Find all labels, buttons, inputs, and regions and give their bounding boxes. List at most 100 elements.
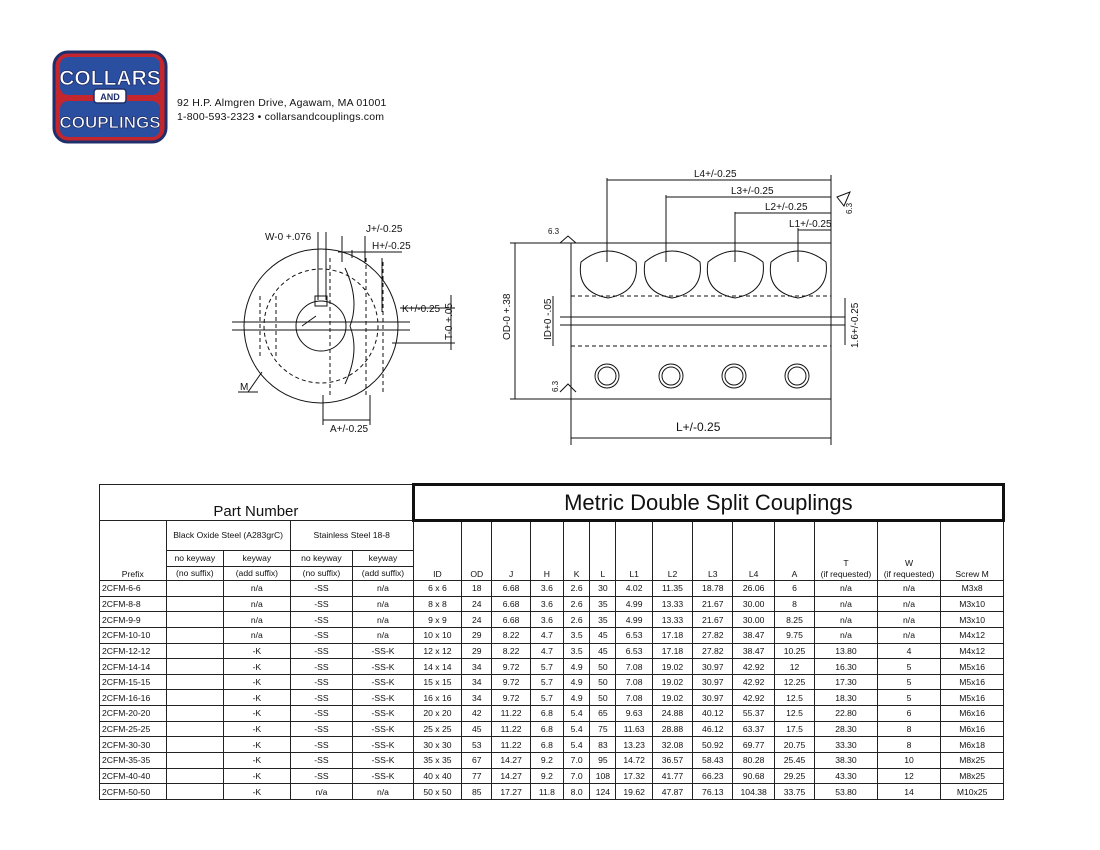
table-cell: 19.02 <box>651 673 694 691</box>
logo-line2: COUPLINGS <box>59 113 160 132</box>
table-cell: M4x12 <box>940 626 1004 644</box>
col-a: A <box>773 520 816 581</box>
table-cell: 45 <box>461 720 493 738</box>
table-cell: 11.22 <box>491 720 531 738</box>
col-k: K <box>563 520 591 581</box>
table-cell: 11.63 <box>615 720 653 738</box>
table-cell: 27.82 <box>692 642 734 660</box>
part-prefix-cell: 2CFM-9-9 <box>99 611 167 628</box>
col-t-label: T <box>843 558 849 568</box>
table-cell: 38.47 <box>732 642 775 660</box>
table-cell: 17.27 <box>491 783 531 800</box>
sub-black-no-suffix: (no suffix) <box>165 566 225 581</box>
part-prefix-cell: 2CFM-20-20 <box>99 705 167 722</box>
table-cell: 3.6 <box>529 595 565 613</box>
table-cell: 53.80 <box>814 783 878 800</box>
col-screw: Screw M <box>940 520 1004 581</box>
table-cell: 9.72 <box>491 673 531 691</box>
col-l1: L1 <box>615 520 653 581</box>
table-cell: 8 x 8 <box>412 595 463 613</box>
table-cell: -SS <box>289 595 354 613</box>
label-l2: L2+/-0.25 <box>765 202 808 213</box>
table-cell: 108 <box>589 767 617 785</box>
table-cell: 4 <box>876 642 942 660</box>
table-cell: 34 <box>461 689 493 707</box>
col-w-note: (if requested) <box>883 569 935 579</box>
table-cell: 17.18 <box>651 626 694 644</box>
table-cell: 19.02 <box>651 689 694 707</box>
table-cell: 4.9 <box>563 658 591 675</box>
table-cell: 5 <box>876 689 942 707</box>
table-cell: M8x25 <box>940 752 1004 769</box>
table-cell: 42.92 <box>732 689 775 707</box>
table-cell <box>165 595 225 613</box>
label-j: J+/-0.25 <box>366 224 403 235</box>
col-h: H <box>529 520 565 581</box>
table-cell: n/a <box>876 580 942 597</box>
table-cell: 24 <box>461 611 493 628</box>
label-w: W-0 +.076 <box>265 232 312 243</box>
table-cell: 9 x 9 <box>412 611 463 628</box>
table-cell: 12 x 12 <box>412 642 463 660</box>
table-cell: 5.4 <box>563 720 591 738</box>
table-cell: 4.7 <box>529 642 565 660</box>
spec-table: Part Number Metric Double Split Coupling… <box>99 483 1006 800</box>
label-finish-right: 6.3 <box>845 202 854 214</box>
table-cell: n/a <box>814 611 878 628</box>
col-w: W(if requested) <box>876 520 942 581</box>
table-cell: 10 <box>876 752 942 769</box>
part-prefix-cell: 2CFM-30-30 <box>99 736 167 754</box>
table-cell: -SS <box>289 752 354 769</box>
end-view-drawing <box>232 232 455 425</box>
sub-ss-no-suffix: (no suffix) <box>289 566 354 581</box>
table-cell: 22.80 <box>814 705 878 722</box>
table-cell: -K <box>223 767 291 785</box>
table-cell: 14 <box>876 783 942 800</box>
table-cell: 21.67 <box>692 611 734 628</box>
table-cell <box>165 720 225 738</box>
table-cell: -SS-K <box>352 673 414 691</box>
table-cell: n/a <box>814 626 878 644</box>
table-cell: 9.72 <box>491 658 531 675</box>
table-cell: 17.5 <box>773 720 816 738</box>
table-cell: 2.6 <box>563 611 591 628</box>
table-cell: -SS-K <box>352 736 414 754</box>
table-cell: 46.12 <box>692 720 734 738</box>
logo-and: AND <box>100 92 120 102</box>
table-cell: 14.27 <box>491 767 531 785</box>
table-cell: 85 <box>461 783 493 800</box>
table-cell: 7.08 <box>615 658 653 675</box>
table-cell: -K <box>223 642 291 660</box>
table-cell: 13.33 <box>651 611 694 628</box>
table-cell: 5 <box>876 673 942 691</box>
part-prefix-cell: 2CFM-16-16 <box>99 689 167 707</box>
table-cell: 45 <box>589 642 617 660</box>
table-cell: 18.30 <box>814 689 878 707</box>
table-cell: -SS-K <box>352 642 414 660</box>
table-cell: 9.2 <box>529 752 565 769</box>
table-cell: 4.9 <box>563 673 591 691</box>
table-cell: 18 <box>461 580 493 597</box>
table-cell: n/a <box>289 783 354 800</box>
table-cell: 34 <box>461 673 493 691</box>
table-cell: 6 <box>773 580 816 597</box>
table-cell: 4.99 <box>615 595 653 613</box>
table-cell: 17.30 <box>814 673 878 691</box>
part-prefix-cell: 2CFM-8-8 <box>99 595 167 613</box>
table-cell: 8.22 <box>491 626 531 644</box>
part-prefix-cell: 2CFM-25-25 <box>99 720 167 738</box>
table-cell: 19.02 <box>651 658 694 675</box>
table-cell: 34 <box>461 658 493 675</box>
table-cell: 7.08 <box>615 689 653 707</box>
table-cell: n/a <box>352 611 414 628</box>
table-cell: 15 x 15 <box>412 673 463 691</box>
table-cell: M4x12 <box>940 642 1004 660</box>
table-cell: 41.77 <box>651 767 694 785</box>
col-t-note: (if requested) <box>820 569 872 579</box>
